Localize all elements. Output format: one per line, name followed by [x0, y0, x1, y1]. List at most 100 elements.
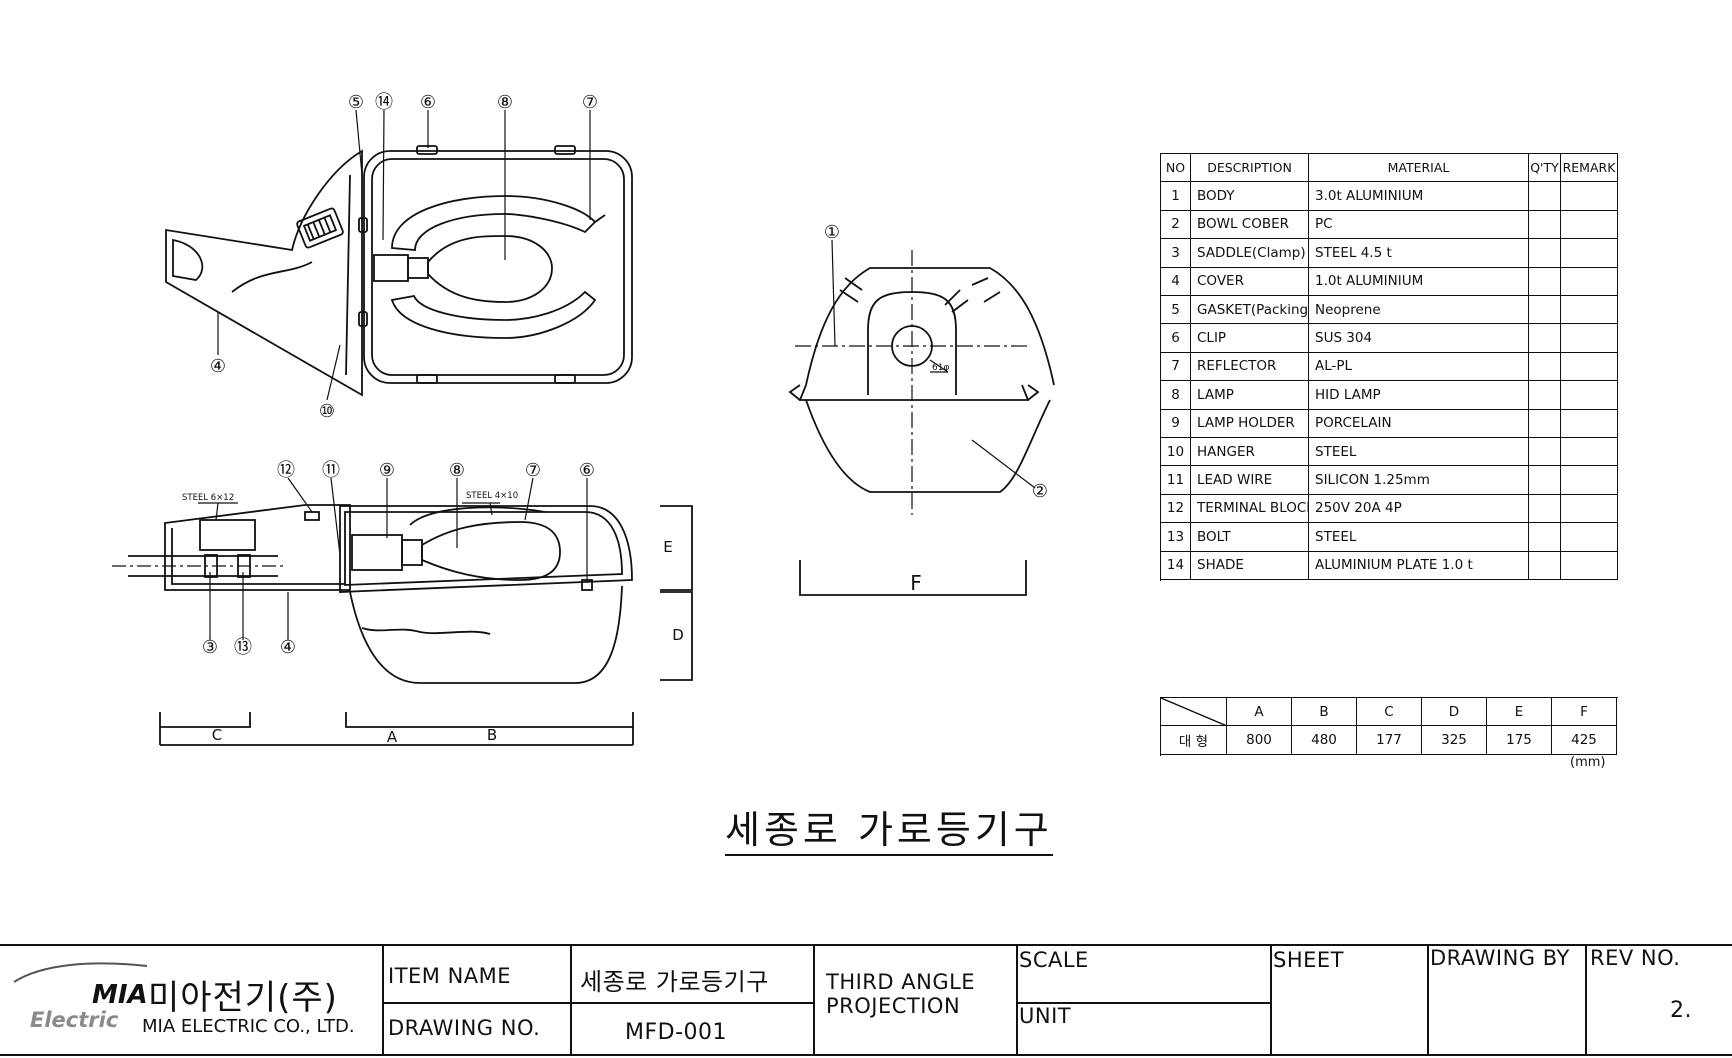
parts-cell-material: PC	[1309, 210, 1529, 240]
parts-cell-material: STEEL 4.5 t	[1309, 239, 1529, 268]
callout-top-4: ④	[210, 356, 226, 377]
parts-cell-no: 6	[1161, 324, 1191, 353]
parts-cell-material: 250V 20A 4P	[1309, 494, 1529, 524]
dim-header-cell: E	[1487, 698, 1552, 726]
sheet-label: SHEET	[1273, 948, 1344, 972]
dim-value-cell: 800	[1227, 726, 1292, 755]
parts-cell-qty	[1529, 267, 1561, 296]
parts-cell-material: AL-PL	[1309, 352, 1529, 382]
parts-cell-description: LAMP	[1191, 381, 1309, 410]
parts-cell-no: 2	[1161, 210, 1191, 240]
parts-cell-no: 10	[1161, 438, 1191, 467]
callout-top-10: ⑩	[319, 401, 335, 420]
dimension-table-diagonal	[1161, 698, 1227, 726]
tb-divider	[1427, 946, 1429, 1056]
parts-cell-material: SUS 304	[1309, 324, 1529, 353]
parts-header-qty: Q'TY	[1529, 154, 1561, 183]
tb-divider	[1016, 946, 1018, 1056]
tb-divider	[813, 946, 815, 1056]
drawing-by-label: DRAWING BY	[1430, 946, 1570, 970]
parts-cell-description: GASKET(Packing)	[1191, 296, 1309, 325]
parts-header-description: DESCRIPTION	[1191, 154, 1309, 183]
parts-cell-remark	[1561, 267, 1618, 296]
parts-cell-remark	[1561, 381, 1618, 410]
callout-top-7: ⑦	[582, 92, 598, 113]
parts-cell-qty	[1529, 409, 1561, 438]
tb-divider	[382, 946, 384, 1056]
dim-header-cell: A	[1227, 698, 1292, 726]
parts-cell-material: PORCELAIN	[1309, 409, 1529, 438]
parts-cell-material: Neoprene	[1309, 296, 1529, 325]
drawing-no-value: MFD-001	[625, 1020, 728, 1045]
parts-cell-no: 4	[1161, 267, 1191, 296]
parts-cell-description: COVER	[1191, 267, 1309, 296]
callout-side-12: ⑫	[277, 460, 295, 481]
dim-letter-e: E	[663, 538, 672, 556]
callout-front-1: ①	[824, 222, 840, 243]
callout-side-3: ③	[202, 637, 218, 658]
dim-value-cell: 425	[1552, 726, 1617, 755]
dim-letter-b: B	[487, 726, 497, 744]
drawing-title: 세종로 가로등기구	[725, 808, 1053, 856]
parts-cell-material: 3.0t ALUMINIUM	[1309, 182, 1529, 211]
projection-line-1: THIRD ANGLE	[826, 970, 976, 994]
parts-cell-remark	[1561, 352, 1618, 382]
parts-cell-material: 1.0t ALUMINIUM	[1309, 267, 1529, 296]
parts-cell-remark	[1561, 551, 1618, 580]
unit-label: UNIT	[1019, 1004, 1072, 1028]
parts-cell-qty	[1529, 523, 1561, 552]
parts-cell-material: HID LAMP	[1309, 381, 1529, 410]
parts-cell-remark	[1561, 494, 1618, 524]
dim-letter-a: A	[387, 728, 398, 746]
callout-side-6: ⑥	[579, 460, 595, 481]
parts-cell-description: LAMP HOLDER	[1191, 409, 1309, 438]
parts-cell-qty	[1529, 182, 1561, 211]
parts-cell-description: SADDLE(Clamp)	[1191, 239, 1309, 268]
top-view-drawing: ⑤ ⑭ ⑥ ⑧ ⑦ ④ ⑩	[165, 92, 633, 420]
parts-header-remark: REMARK	[1561, 154, 1618, 183]
parts-cell-qty	[1529, 438, 1561, 467]
parts-cell-no: 9	[1161, 409, 1191, 438]
parts-cell-material: ALUMINIUM PLATE 1.0 t	[1309, 551, 1529, 580]
parts-cell-material: STEEL	[1309, 523, 1529, 552]
tb-divider	[570, 946, 572, 1056]
parts-cell-qty	[1529, 324, 1561, 353]
parts-cell-remark	[1561, 523, 1618, 552]
dim-header-cell: D	[1422, 698, 1487, 726]
parts-header-material: MATERIAL	[1309, 154, 1529, 183]
parts-cell-qty	[1529, 466, 1561, 495]
parts-cell-qty	[1529, 352, 1561, 382]
title-block: MIA 미아전기(주) Electric MIA ELECTRIC CO., L…	[0, 944, 1732, 1056]
parts-cell-description: LEAD WIRE	[1191, 466, 1309, 495]
company-logo-electric: Electric	[30, 1008, 119, 1032]
company-name-english: MIA ELECTRIC CO., LTD.	[142, 1016, 355, 1037]
tb-divider	[1270, 946, 1272, 1056]
dimension-unit: (mm)	[1570, 755, 1606, 770]
company-logo-swoosh	[13, 962, 148, 983]
item-name-value: 세종로 가로등기구	[580, 968, 769, 996]
dim-letter-f: F	[910, 571, 922, 595]
parts-cell-no: 7	[1161, 352, 1191, 382]
callout-side-7: ⑦	[525, 460, 541, 481]
parts-cell-no: 11	[1161, 466, 1191, 495]
dim-header-cell: C	[1357, 698, 1422, 726]
tb-divider	[1016, 1002, 1270, 1004]
dim-value-cell: 177	[1357, 726, 1422, 755]
parts-cell-material: STEEL	[1309, 438, 1529, 467]
dim-letter-c: C	[212, 726, 222, 744]
dim-row-label: 대 형	[1161, 726, 1227, 755]
parts-cell-no: 13	[1161, 523, 1191, 552]
front-view-drawing: ① ② 61φ F	[788, 222, 1055, 596]
dim-header-cell: F	[1552, 698, 1617, 726]
parts-cell-no: 1	[1161, 182, 1191, 211]
company-name-korean: 미아전기(주)	[148, 978, 338, 1018]
parts-cell-qty	[1529, 210, 1561, 240]
parts-cell-description: BOWL COBER	[1191, 210, 1309, 240]
callout-side-8: ⑧	[449, 460, 465, 481]
side-view-drawing: ⑫ ⑪ ⑨ ⑧ ⑦ ⑥ ③ ⑬ ④ STEEL 6×12 STEEL 4×10 …	[112, 460, 693, 746]
callout-side-9: ⑨	[379, 460, 395, 481]
rev-no-value: 2.	[1670, 998, 1692, 1023]
parts-cell-description: CLIP	[1191, 324, 1309, 353]
